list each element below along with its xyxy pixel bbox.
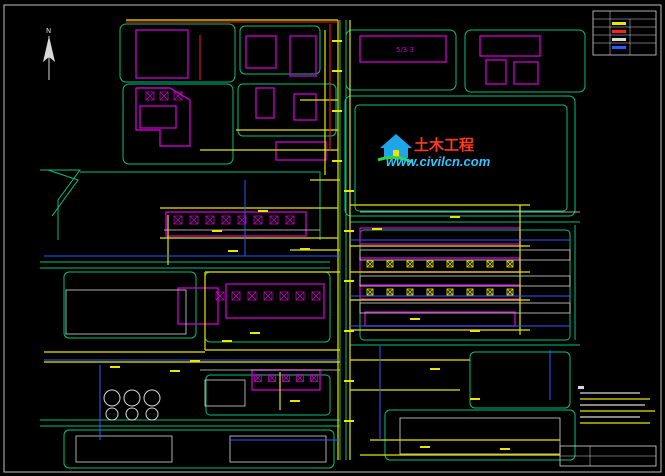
- valve-symbol: [263, 291, 273, 301]
- annotation-mark: [420, 446, 430, 448]
- valve-symbol: [311, 291, 321, 301]
- valve-symbol: [296, 374, 304, 382]
- annotation-mark: [450, 216, 460, 218]
- valve-symbol: [506, 288, 514, 296]
- annotation-mark: [470, 330, 480, 332]
- valve-symbol: [486, 260, 494, 268]
- valve-symbol: [366, 288, 374, 296]
- annotation-mark: [332, 70, 342, 72]
- title-block: [559, 445, 657, 467]
- valve-symbol: [285, 215, 295, 225]
- red-pipe-network: [126, 21, 340, 150]
- annotation-mark: [110, 366, 120, 368]
- road-network: [40, 20, 586, 469]
- annotation-mark: [344, 280, 354, 282]
- valve-symbol: [310, 374, 318, 382]
- valve-symbol: [205, 215, 215, 225]
- annotation-mark: [470, 398, 480, 400]
- annotation-mark: [344, 330, 354, 332]
- annotation-mark: [222, 340, 232, 342]
- valve-symbol: [406, 260, 414, 268]
- annotation-mark: [344, 190, 354, 192]
- valve-symbol: [237, 215, 247, 225]
- valve-symbol: [268, 374, 276, 382]
- yellow-pipe-network: [44, 19, 560, 460]
- valve-symbol: [254, 374, 262, 382]
- annotation-mark: [170, 370, 180, 372]
- annotation-mark: [344, 420, 354, 422]
- annotation-mark: [212, 230, 222, 232]
- watermark-title: 土木工程: [414, 136, 474, 154]
- valve-symbol: [446, 260, 454, 268]
- annotation-mark: [228, 250, 238, 252]
- valve-symbol: [295, 291, 305, 301]
- annotation-mark: [332, 110, 342, 112]
- valve-symbol: [145, 91, 155, 101]
- valve-symbol: [386, 288, 394, 296]
- annotation-mark: [500, 448, 510, 450]
- valve-symbol: [366, 260, 374, 268]
- valve-symbol: [231, 291, 241, 301]
- annotation-mark: [190, 360, 200, 362]
- annotation-mark: [258, 210, 268, 212]
- valve-symbol: [406, 288, 414, 296]
- notes-block: [578, 386, 655, 424]
- annotation-mark: [250, 332, 260, 334]
- annotation-mark: [410, 318, 420, 320]
- legend-table: [592, 10, 657, 56]
- valve-symbol: [253, 215, 263, 225]
- valve-symbol: [173, 91, 183, 101]
- drawing-frame: [3, 4, 662, 473]
- valve-symbol: [279, 291, 289, 301]
- annotation-mark: [344, 380, 354, 382]
- valve-symbol: [215, 291, 225, 301]
- valve-symbol: [247, 291, 257, 301]
- annotation-mark: [332, 40, 342, 42]
- valve-symbol: [386, 260, 394, 268]
- valve-symbol: [269, 215, 279, 225]
- blue-pipe-network: [44, 180, 570, 441]
- circular-tanks: [103, 389, 161, 421]
- annotation-mark: [290, 400, 300, 402]
- watermark-logo: 土木工程 www.civilcn.com: [377, 134, 491, 169]
- valve-symbol: [426, 260, 434, 268]
- valve-symbol: [466, 288, 474, 296]
- valve-symbol: [221, 215, 231, 225]
- valve-symbol: [189, 215, 199, 225]
- valve-symbol: [159, 91, 169, 101]
- annotation-mark: [372, 228, 382, 230]
- valve-symbol: [173, 215, 183, 225]
- house-logo-icon: [377, 134, 413, 164]
- valve-symbols: [145, 91, 514, 382]
- valve-symbol: [466, 260, 474, 268]
- building-tag: 5/3 3: [396, 46, 414, 54]
- annotation-marks: [110, 40, 510, 450]
- annotation-mark: [300, 248, 310, 250]
- annotation-mark: [344, 230, 354, 232]
- north-arrow-letter: N: [46, 27, 51, 35]
- valve-symbol: [506, 260, 514, 268]
- annotation-mark: [430, 368, 440, 370]
- watermark-url: www.civilcn.com: [386, 154, 491, 169]
- structures: [65, 211, 580, 463]
- valve-symbol: [486, 288, 494, 296]
- valve-symbol: [446, 288, 454, 296]
- annotation-mark: [332, 160, 342, 162]
- north-arrow-icon: N: [43, 27, 55, 80]
- valve-symbol: [282, 374, 290, 382]
- valve-symbol: [426, 288, 434, 296]
